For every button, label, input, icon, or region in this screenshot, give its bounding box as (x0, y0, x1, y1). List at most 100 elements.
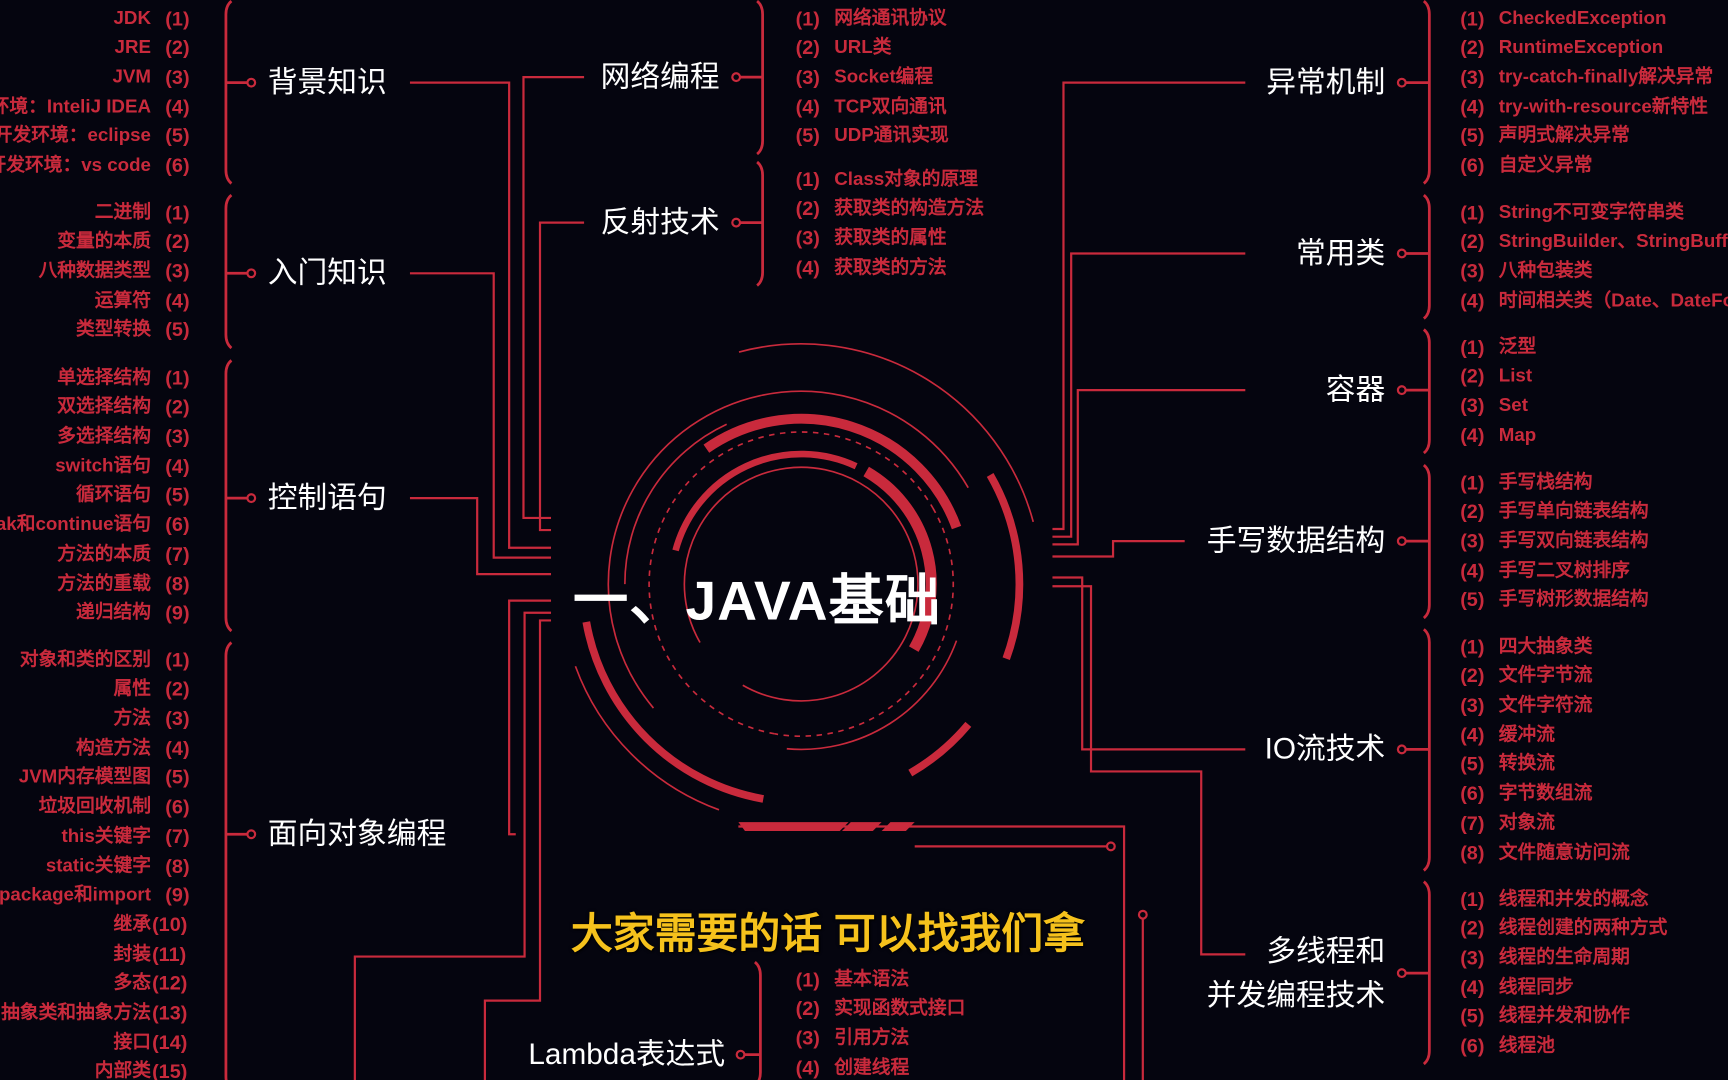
connector-line (353, 611, 552, 1080)
node-dot-icon (246, 493, 257, 504)
bracket (753, 961, 762, 1080)
list-item: 接口 (113, 1031, 151, 1053)
list-item: 声明式解决异常 (1498, 125, 1630, 146)
item-number: (1) (165, 201, 190, 224)
item-number: (14) (152, 1031, 188, 1054)
list-item: Set (1498, 394, 1528, 416)
node-dot-icon (1105, 841, 1116, 852)
list-item: 线程的生命周期 (1498, 946, 1630, 968)
node-dot-icon (246, 77, 257, 88)
item-number: (8) (165, 854, 190, 877)
list-item: 循环语句 (76, 484, 151, 506)
bracket (224, 0, 233, 185)
ring-inner-thin (742, 482, 919, 702)
item-number: (1) (1460, 201, 1485, 224)
list-item: 手写二叉树排序 (1498, 559, 1630, 581)
list-item: 开发环境：InteliJ IDEA (0, 95, 151, 117)
branch-label[interactable]: IO流技术 (1264, 732, 1386, 766)
connector-line (409, 81, 552, 549)
dash-bar (881, 822, 915, 831)
list-item: 递归结构 (76, 601, 151, 623)
item-number: (8) (1460, 841, 1485, 864)
node-dot-icon (1137, 909, 1148, 920)
list-item: 开发环境：eclipse (0, 125, 151, 146)
item-number: (5) (165, 766, 190, 789)
item-number: (9) (165, 601, 190, 625)
list-item: 方法的本质 (57, 543, 151, 565)
list-item: JRE (114, 36, 151, 58)
branch-label[interactable]: 入门知识 (267, 256, 387, 290)
ring-outer-thin (607, 390, 969, 709)
item-number: (6) (1460, 1034, 1485, 1058)
list-item: 垃圾回收机制 (38, 795, 151, 817)
branch-label[interactable]: 反射技术 (600, 205, 720, 239)
list-item: 手写单向链表结构 (1498, 500, 1649, 522)
node-dot-icon (1396, 77, 1407, 88)
item-number: (4) (165, 95, 190, 118)
item-number: (3) (1460, 946, 1485, 969)
branch-label[interactable]: Lambda表达式 (528, 1037, 726, 1071)
list-item: static关键字 (45, 854, 151, 876)
bracket (224, 641, 233, 1080)
list-item: UDP通讯实现 (834, 125, 949, 146)
list-item: 网络通讯协议 (834, 7, 947, 29)
item-number: (7) (165, 825, 190, 848)
ring-outer-thick (582, 621, 764, 803)
list-item: 对象流 (1498, 812, 1555, 833)
ring-mid-thick (703, 413, 962, 530)
item-number: (3) (1460, 530, 1485, 553)
item-number: (6) (1460, 154, 1485, 177)
list-item: 基本语法 (834, 968, 910, 990)
ring-inner-thin (683, 466, 861, 643)
branch-label[interactable]: 异常机制 (1266, 65, 1386, 99)
node-dot-icon (246, 829, 257, 840)
branch-label[interactable]: 手写数据结构 (1206, 523, 1386, 558)
item-number: (2) (165, 396, 190, 419)
list-item: 手写树形数据结构 (1498, 588, 1649, 610)
item-number: (2) (1460, 365, 1485, 388)
item-number: (5) (1460, 588, 1485, 612)
list-item: 方法的重载 (57, 572, 151, 594)
branch-label[interactable]: 常用类 (1295, 236, 1386, 270)
connector-line (1052, 389, 1246, 546)
item-number: (7) (1460, 812, 1485, 835)
list-item: 四大抽象类 (1498, 635, 1593, 657)
list-item: 手写双向链表结构 (1498, 530, 1649, 552)
item-number: (12) (152, 972, 188, 995)
connector-line (1052, 585, 1246, 956)
item-number: (2) (795, 997, 820, 1020)
item-number: (5) (795, 125, 820, 148)
dash-bar (841, 822, 882, 831)
branch-label[interactable]: 多线程和并发编程技术 (1206, 934, 1386, 1012)
item-number: (1) (1460, 471, 1485, 494)
item-number: (5) (1460, 125, 1485, 148)
connector-line (1052, 539, 1185, 558)
branch-label[interactable]: 背景知识 (267, 65, 387, 99)
list-item: 继承 (113, 913, 151, 935)
list-item: Map (1498, 424, 1537, 445)
item-number: (2) (795, 36, 820, 59)
branch-label[interactable]: 控制语句 (267, 481, 387, 515)
branch-label[interactable]: 网络编程 (600, 60, 720, 94)
list-item: 线程并发和协作 (1498, 1005, 1630, 1027)
connector-line (1052, 252, 1246, 538)
item-number: (6) (165, 154, 190, 177)
list-item: List (1498, 365, 1533, 387)
item-number: (2) (795, 197, 820, 220)
list-item: 创建线程 (834, 1056, 910, 1078)
item-number: (2) (1460, 500, 1485, 523)
ring-inner-thick (672, 450, 858, 552)
item-number: (2) (165, 678, 190, 701)
item-number: (3) (795, 66, 820, 89)
branch-label[interactable]: 面向对象编程 (267, 817, 447, 851)
ring-outermost (738, 343, 1035, 523)
list-item: Socket编程 (834, 66, 934, 88)
ring-mid-thin (624, 423, 728, 585)
bracket (1422, 193, 1431, 320)
item-number: (3) (1460, 260, 1485, 283)
node-dot-icon (246, 268, 257, 279)
list-item: 获取类的构造方法 (834, 197, 985, 219)
connector-line (483, 619, 552, 1080)
item-number: (5) (165, 318, 190, 342)
branch-label[interactable]: 容器 (1325, 373, 1386, 407)
